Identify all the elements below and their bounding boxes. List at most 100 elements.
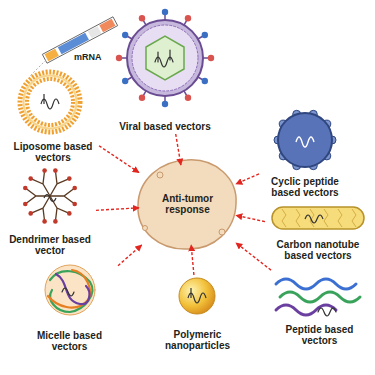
viral-vector-part: [202, 78, 208, 84]
vector-label: Peptide based vectors: [271, 324, 368, 346]
dendrimer-vector-part-part: [23, 202, 28, 207]
dashed-arrow: [96, 208, 139, 211]
vector-box: Peptide based vectors: [271, 268, 368, 348]
vector-label: Micelle based vectors: [21, 330, 118, 352]
micelle-vector: [45, 265, 95, 315]
peptide-vector-part: [280, 292, 360, 302]
viral-vector-part: [208, 55, 214, 61]
micelle-vector-part: [48, 270, 90, 308]
carbon-nanotube-vector-part: [282, 209, 356, 227]
micelle-vector-part: [56, 274, 89, 304]
viral-vector-part: [122, 78, 128, 84]
viral-vector-part: [202, 32, 208, 38]
vector-label: Polymeric nanoparticles: [149, 329, 246, 351]
dendrimer-vector-part-part: [50, 196, 69, 221]
dendrimer-vector-part-part: [67, 176, 72, 181]
dendrimer-vector: [23, 168, 77, 223]
polymeric-nanoparticle-part: [188, 288, 206, 303]
viral-vector-part: [162, 101, 168, 107]
liposome-vector-part: [41, 94, 59, 109]
viral-vector-part: [146, 36, 184, 80]
carbon-nanotube-vector: [272, 207, 364, 229]
tumor-cell-part: [219, 229, 225, 235]
dashed-arrow: [176, 134, 181, 165]
micelle-vector-part: [50, 271, 92, 312]
tumor-cell: [138, 160, 236, 249]
dendrimer-vector-part-part: [50, 171, 69, 196]
vector-box: Micelle based vectors: [21, 262, 118, 354]
dendrimer-vector-part: [23, 168, 77, 223]
liposome-vector-part: [20, 72, 80, 132]
peptide-vector-part: [318, 308, 336, 316]
dashed-arrow: [236, 215, 265, 221]
viral-vector-part: [185, 95, 191, 101]
viral-vector-part: [139, 15, 145, 21]
viral-vector-part: [116, 55, 122, 61]
dendrimer-vector-part-part: [67, 211, 72, 216]
dendrimer-vector-part-part: [42, 168, 47, 173]
liposome-vector-part-part: [99, 19, 115, 33]
viral-vector-part: [155, 50, 173, 67]
dendrimer-vector-part-part: [28, 211, 33, 216]
viral-vector: [116, 9, 214, 107]
polymeric-nanoparticle: [179, 278, 215, 314]
peptide-vector-part: [276, 305, 336, 315]
liposome-vector-part: [24, 76, 77, 129]
dashed-arrow: [118, 245, 142, 266]
dashed-arrow: [191, 245, 194, 275]
liposome-vector-part: [27, 79, 73, 125]
vector-box: Carbon nanotube based vectors: [265, 203, 371, 263]
dendrimer-vector-part-part: [42, 219, 47, 224]
peptide-vector: [276, 279, 360, 316]
dendrimer-vector-part-part: [53, 168, 58, 173]
tumor-cell-part: [157, 172, 163, 178]
dendrimer-vector-part-part: [31, 171, 50, 196]
dendrimer-vector-part-part: [72, 202, 77, 207]
liposome-vector-part-part: [45, 49, 59, 62]
dashed-arrow: [236, 174, 259, 184]
carbon-nanotube-vector-part: [305, 215, 323, 223]
viral-vector-part: [127, 20, 203, 96]
vector-box: Liposome based vectors: [7, 65, 99, 165]
dashed-arrow: [236, 243, 271, 270]
micelle-vector-part: [45, 265, 95, 315]
vector-box: Dendrimer based vector: [4, 168, 96, 258]
liposome-vector: [20, 17, 118, 132]
liposome-vector-part-part: [88, 26, 101, 38]
viral-vector-part: [119, 12, 211, 104]
cell-label: Anti-tumor response: [139, 193, 236, 215]
viral-vector-part: [122, 32, 128, 38]
dendrimer-vector-part-part: [31, 196, 50, 221]
dendrimer-vector-part-part: [72, 186, 77, 191]
inset-label: mRNA: [74, 53, 102, 63]
polymeric-nanoparticle-part: [179, 278, 215, 314]
viral-vector-part: [162, 9, 168, 15]
dashed-arrow: [99, 146, 139, 173]
micelle-vector-part: [62, 288, 74, 296]
cyclic-peptide-vector-part: [278, 113, 332, 167]
cyclic-peptide-vector: [274, 110, 336, 169]
viral-vector-part: [132, 25, 198, 91]
viral-vector-part: [185, 15, 191, 21]
liposome-vector-part: [42, 17, 117, 63]
liposome-vector-part-part: [42, 17, 117, 63]
vector-box: Polymeric nanoparticles: [149, 275, 246, 353]
carbon-nanotube-vector-part: [272, 207, 364, 229]
dendrimer-vector-part: [44, 195, 56, 202]
vector-box: Cyclic peptide based vectors: [259, 108, 351, 200]
dendrimer-vector-part-part: [53, 219, 58, 224]
dendrimer-vector-part-part: [23, 186, 28, 191]
vector-label: Cyclic peptide based vectors: [259, 176, 351, 198]
vector-label: Viral based vectors: [117, 121, 213, 132]
dendrimer-vector-part: [25, 171, 74, 222]
dendrimer-vector-part-part: [28, 176, 33, 181]
liposome-vector-part-part: [58, 33, 89, 55]
vector-label: Liposome based vectors: [7, 141, 99, 163]
peptide-vector-part: [276, 279, 356, 289]
vector-label: Dendrimer based vector: [4, 234, 96, 256]
tumor-cell-box: Anti-tumor response: [139, 165, 236, 245]
tumor-cell-part: [138, 160, 236, 249]
cyclic-peptide-vector-part: [296, 137, 314, 147]
